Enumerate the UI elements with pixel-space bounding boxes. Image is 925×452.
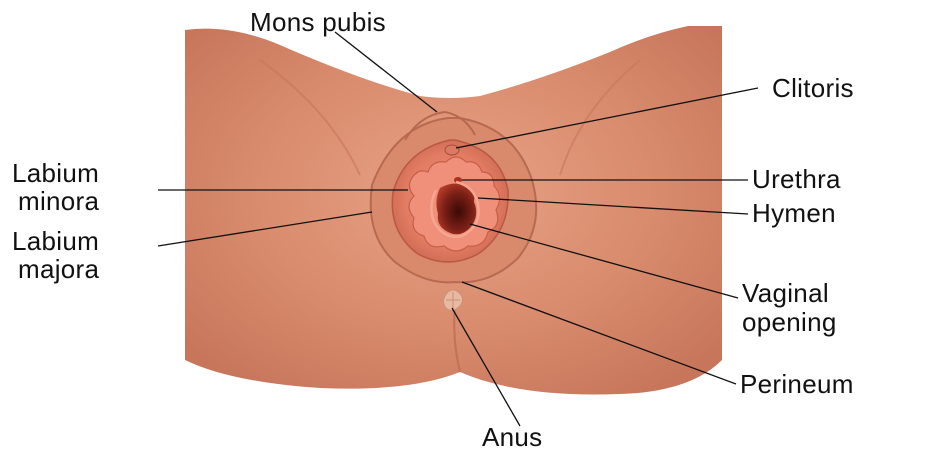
label-vaginal-opening-line2: opening — [742, 309, 837, 335]
label-labium-majora-line2: majora — [18, 256, 99, 282]
label-labium-minora-line1: Labium — [12, 160, 99, 186]
label-vaginal-opening-line1: Vaginal — [742, 280, 829, 306]
label-labium-minora-line2: minora — [18, 188, 99, 214]
label-labium-majora-line1: Labium — [12, 228, 99, 254]
label-hymen: Hymen — [752, 200, 836, 226]
clitoris-shape — [445, 145, 459, 155]
label-clitoris: Clitoris — [772, 75, 854, 101]
label-perineum: Perineum — [740, 371, 854, 397]
label-anus: Anus — [482, 424, 542, 450]
label-urethra: Urethra — [752, 166, 841, 192]
label-mons-pubis: Mons pubis — [250, 9, 386, 35]
vaginal-opening-shape — [436, 184, 476, 235]
